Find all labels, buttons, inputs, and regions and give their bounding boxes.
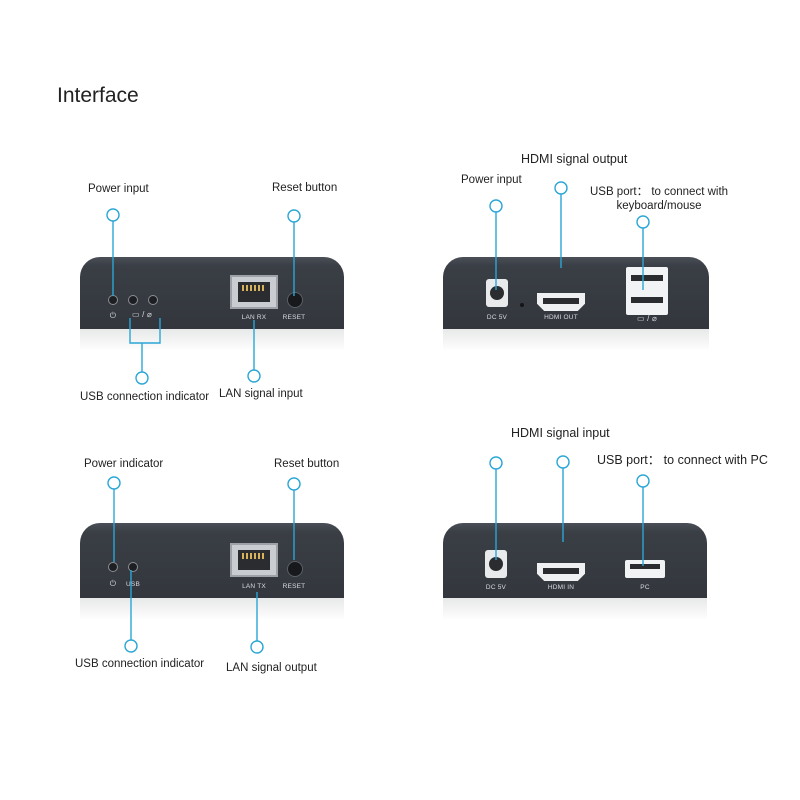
lan-tx-label: LAN TX: [242, 583, 266, 590]
callout-lan-signal-input: LAN signal input: [219, 388, 303, 400]
usb-port-stack: [626, 267, 668, 315]
usb-led-label: USB: [126, 581, 140, 588]
callout-lan-signal-output: LAN signal output: [226, 662, 317, 674]
hdmi-in-label: HDMI IN: [547, 584, 575, 591]
keyboard-mouse-icon: ▭ / ⌀: [636, 314, 658, 323]
callout-circle: [554, 181, 568, 195]
callout-circle: [107, 476, 121, 490]
dc-5v-label: DC 5V: [486, 314, 508, 321]
reset-button[interactable]: [287, 292, 303, 308]
hdmi-out-label: HDMI OUT: [544, 314, 578, 321]
receiver-front-device: ⏻ ▭ / ⌀ LAN RX RESET: [80, 257, 344, 351]
lan-tx-port: [230, 543, 278, 577]
power-symbol-icon: ⏻: [109, 311, 117, 320]
callout-hdmi-signal-output: HDMI signal output: [521, 152, 628, 166]
callout-usb-connection-indicator: USB connection indicator: [75, 658, 205, 670]
usb-pc-label: PC: [640, 584, 650, 591]
dc-5v-label: DC 5V: [485, 584, 507, 591]
callout-usb-connection-indicator: USB connection indicator: [80, 391, 210, 403]
callout-reset-button: Reset button: [274, 458, 340, 470]
lan-rx-port: [230, 275, 278, 309]
callout-circle: [124, 639, 138, 653]
reset-label: RESET: [282, 314, 306, 321]
reset-button[interactable]: [287, 561, 303, 577]
transmitter-back-device: DC 5V HDMI IN PC: [443, 523, 707, 620]
usb-led-mouse: [148, 295, 158, 305]
callout-usb-port-pc: USB port： to connect with PC: [597, 453, 768, 467]
hdmi-out-port: [537, 293, 585, 311]
usb-led: [128, 562, 138, 572]
callout-line: [129, 318, 161, 344]
keyboard-mouse-icon: ▭ / ⌀: [131, 310, 153, 319]
status-dot: [520, 303, 524, 307]
callout-usb-port-line1: USB port： to connect with: [589, 186, 729, 198]
callout-circle: [287, 477, 301, 491]
lan-rx-label: LAN RX: [241, 314, 267, 321]
usb-led-keyboard: [128, 295, 138, 305]
dc-5v-port: [486, 279, 508, 307]
callout-circle: [556, 455, 570, 469]
callout-power-input: Power input: [88, 183, 149, 195]
hdmi-in-port: [537, 563, 585, 581]
callout-power-input: Power input: [461, 174, 522, 186]
power-led: [108, 562, 118, 572]
callout-usb-port-line2: keyboard/mouse: [616, 200, 702, 212]
callout-power-indicator: Power indicator: [84, 458, 164, 470]
usb-pc-port: [625, 560, 665, 578]
receiver-back-device: DC 5V HDMI OUT ▭ / ⌀: [443, 257, 709, 351]
dc-5v-port: [485, 550, 507, 578]
callout-circle: [489, 199, 503, 213]
power-symbol-icon: ⏻: [109, 579, 117, 588]
callout-hdmi-signal-input: HDMI signal input: [511, 426, 610, 440]
callout-circle: [636, 215, 650, 229]
callout-circle: [287, 209, 301, 223]
callout-reset-button: Reset button: [272, 182, 338, 194]
callout-circle: [106, 208, 120, 222]
callout-circle: [247, 369, 261, 383]
reset-label: RESET: [282, 583, 306, 590]
callout-circle: [489, 456, 503, 470]
callout-circle: [250, 640, 264, 654]
page-title: Interface: [57, 84, 139, 107]
callout-circle: [636, 474, 650, 488]
transmitter-front-device: ⏻ USB LAN TX RESET: [80, 523, 344, 620]
callout-usb-port-keyboard-mouse: USB port： to connect with keyboard/mouse: [590, 185, 728, 213]
callout-circle: [135, 371, 149, 385]
